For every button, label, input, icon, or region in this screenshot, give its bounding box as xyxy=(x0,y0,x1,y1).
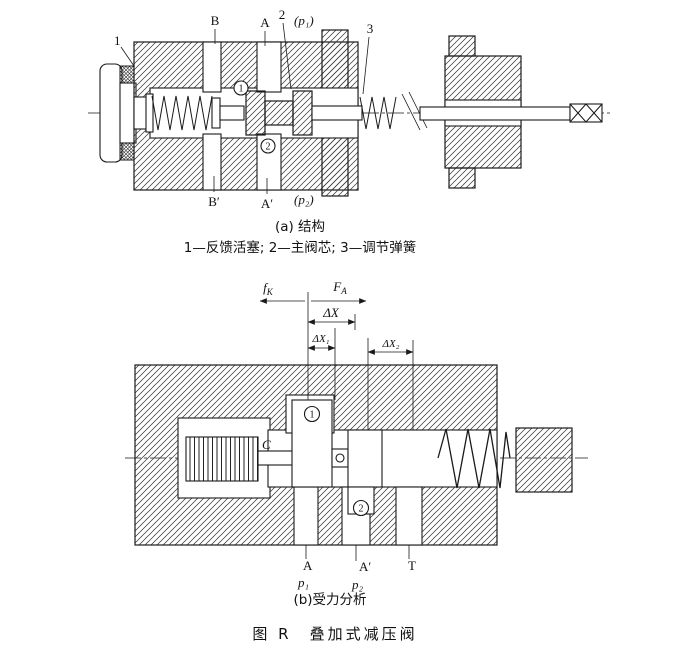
label-port-b: B xyxy=(211,13,220,28)
callout-circle-2a: 2 xyxy=(260,138,276,154)
label-port-t: T xyxy=(408,558,416,573)
adjusting-cap xyxy=(99,63,137,163)
callout-ring xyxy=(233,80,249,96)
knurl-bottom xyxy=(119,142,135,161)
callout-number: 2 xyxy=(266,142,271,153)
spool-land-right xyxy=(292,90,313,136)
dimension-lines-b xyxy=(259,292,414,430)
thread-symbol xyxy=(569,103,603,123)
port-b-channel xyxy=(202,41,222,93)
figure-a-legend: 1—反馈活塞; 2—主阀芯; 3—调节弹簧 xyxy=(184,239,416,256)
fk-main: f xyxy=(263,280,269,295)
label-p2: (p₂) xyxy=(294,192,314,207)
figure-a-drawing: 1 2 1 B A 2 (p₁) 3 B′ A′ (p₂) (a) 结构 1—反… xyxy=(88,7,612,256)
thread-box xyxy=(569,103,603,123)
callout-circle-2b: 2 xyxy=(352,499,370,517)
spring-seat-cone xyxy=(401,91,428,131)
label-p1-b: p₁ xyxy=(297,575,309,590)
label-fk: fK xyxy=(263,280,274,297)
figure-b-drawing: C 1 2 xyxy=(125,279,588,608)
label-port-a-b: A xyxy=(303,558,313,573)
spool-rod xyxy=(311,105,363,121)
callout-ring xyxy=(303,405,321,423)
figure-b-caption: (b)受力分析 xyxy=(293,592,366,608)
pushrod xyxy=(219,105,245,121)
spring-seat-left xyxy=(145,93,154,133)
label-p1: (p₁) xyxy=(294,13,314,28)
label-dx1: ΔX₁ xyxy=(312,333,330,345)
port-a-channel xyxy=(256,41,282,93)
leader-lines-a xyxy=(120,22,370,194)
right-block-bottom-step xyxy=(448,167,476,189)
adjusting-spring xyxy=(359,96,397,130)
return-spring xyxy=(437,428,511,489)
spool-land-left xyxy=(245,90,266,136)
spool-ball xyxy=(335,453,345,463)
callout-circle-1a: 1 xyxy=(233,80,249,96)
figure-caption: 图 R 叠加式减压阀 xyxy=(252,625,417,643)
feedback-piston-block xyxy=(185,436,259,482)
cap-end xyxy=(99,63,123,163)
fa-main: F xyxy=(332,279,342,294)
callout-ring xyxy=(260,138,276,154)
label-port-a-prime: A′ xyxy=(261,196,273,211)
knurl-top xyxy=(119,65,135,84)
label-port-b-prime: B′ xyxy=(208,194,220,209)
label-dx: ΔX xyxy=(322,305,340,320)
label-part-2: 2 xyxy=(279,7,286,22)
port-a-channel xyxy=(293,486,319,546)
spool-right-land xyxy=(347,429,383,488)
label-port-a-prime-b: A′ xyxy=(359,559,371,574)
label-dx2: ΔX₂ xyxy=(382,338,400,350)
label-part-3: 3 xyxy=(367,21,374,36)
callout-number: 1 xyxy=(239,84,244,95)
right-block-top-step xyxy=(448,35,476,57)
label-fa: FA xyxy=(332,279,347,296)
callout-number: 2 xyxy=(359,504,364,515)
spring-anchor-block xyxy=(515,427,573,493)
piston-rod xyxy=(257,450,295,466)
thread-cross xyxy=(569,103,603,123)
label-c: C xyxy=(262,437,271,452)
label-p2-b: p₂ xyxy=(351,577,364,592)
fk-sub: K xyxy=(266,287,274,297)
stem-rod xyxy=(419,106,571,121)
port-lines-b xyxy=(305,545,410,561)
spool-b xyxy=(291,399,383,515)
spring-coil xyxy=(151,95,213,131)
port-t-channel xyxy=(395,486,423,546)
callout-circle-1b: 1 xyxy=(303,405,321,423)
figure-a-caption: (a) 结构 xyxy=(275,219,325,235)
port-b-prime-channel xyxy=(202,133,222,191)
spool-waist xyxy=(264,100,294,126)
main-spool xyxy=(245,90,313,136)
spring-seat-right xyxy=(211,97,221,129)
callout-ring xyxy=(352,499,370,517)
fa-sub: A xyxy=(340,286,347,296)
label-part-1: 1 xyxy=(114,33,121,48)
callout-number: 1 xyxy=(310,410,315,421)
label-port-a: A xyxy=(260,15,270,30)
